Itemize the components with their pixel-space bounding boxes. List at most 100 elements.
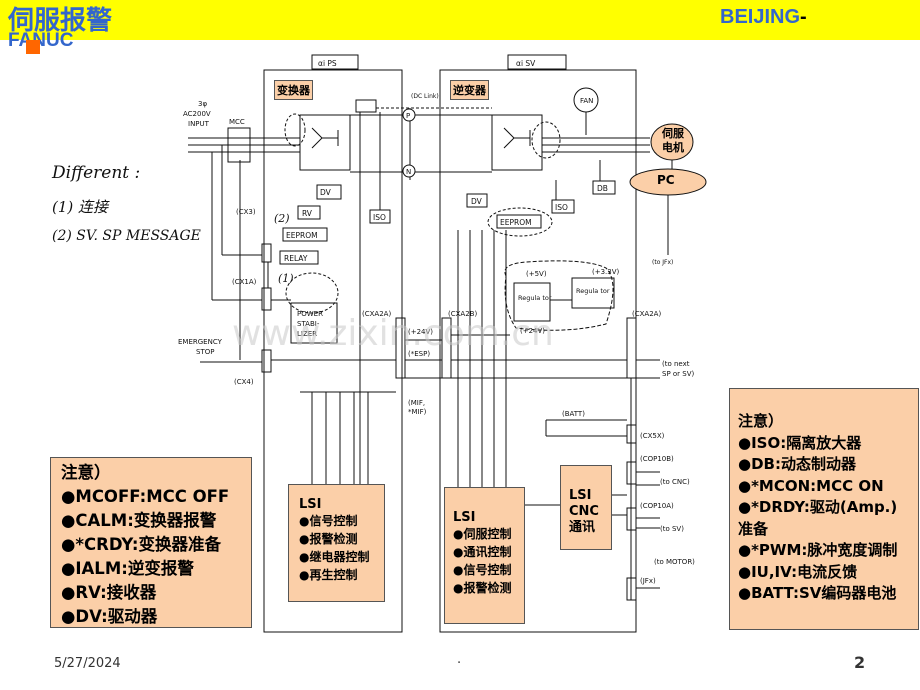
jfx-label: (JFx) [640, 577, 656, 585]
note-right-item: 准备 [738, 519, 769, 538]
mif2-label: *MIF) [408, 408, 427, 416]
sv-iso-block: ISO [555, 203, 568, 212]
to-cnc-label: (to CNC) [660, 478, 690, 486]
pc-label: PC [657, 173, 675, 187]
ps-iso-block: ISO [373, 213, 386, 222]
p33v-label: (+3.3V) [592, 268, 620, 276]
cx1a-label: (CX1A) [232, 278, 257, 286]
fan-label: FAN [580, 97, 593, 105]
watermark: www.zixin.com.cn [232, 313, 554, 354]
note-right-item: ●*DRDY:驱动(Amp.) [738, 498, 898, 516]
note-left-item: ●MCOFF:MCC OFF [61, 487, 230, 506]
servo-motor-label: 伺服 电机 [662, 127, 684, 154]
handwritten-item-1: (1) 连接 [52, 198, 109, 216]
cop10a-label: (COP10A) [640, 502, 674, 510]
p24v-label: (+24V) [408, 328, 433, 336]
lsi-ps-item: ●报警检测 [299, 532, 358, 546]
lsi-cnc-line: LSI [569, 488, 592, 503]
lsi-cnc-line: 通讯 [569, 520, 596, 535]
brand-beijing: BEIJING- [720, 6, 807, 29]
dc-link-label: (DC Link) [411, 93, 439, 100]
lsi-cnc-line: CNC [569, 504, 599, 519]
to-next2-label: SP or SV) [662, 370, 695, 378]
mcc-contactor [227, 127, 251, 163]
cx4-label: (CX4) [234, 378, 254, 386]
note-right: 注意） ●ISO:隔离放大器 ●DB:动态制动器 ●*MCON:MCC ON ●… [729, 388, 919, 630]
lsi-sv-item: ●报警检测 [453, 581, 512, 595]
note-right-item: ●DB:动态制动器 [738, 455, 856, 473]
stop-label: STOP [196, 348, 214, 356]
note-right-item: ●IU,IV:电流反馈 [738, 562, 858, 581]
to-jfx-label: (to JFx) [652, 259, 673, 266]
note-left-title: 注意） [61, 463, 111, 482]
sv-label-box [507, 54, 567, 70]
cx3-label: (CX3) [236, 208, 256, 216]
dc-link-resistor [355, 99, 377, 113]
lsi-sv-item: ●通讯控制 [453, 545, 512, 559]
brand-dash: - [800, 6, 807, 28]
mif-label: (MIF, [408, 399, 425, 407]
lsi-ps-title: LSI [299, 497, 322, 512]
handwritten-mark-1: (1) [278, 272, 294, 285]
handwritten-mark-2: (2) [274, 212, 290, 225]
note-right-item: ●ISO:隔离放大器 [738, 433, 862, 452]
lsi-ps-item: ●继电器控制 [299, 550, 370, 564]
ps-dv-block: DV [320, 188, 332, 197]
handwritten-different: Different : [52, 163, 141, 183]
ps-label-box [311, 54, 359, 70]
note-left-item: ●IALM:逆变报警 [61, 559, 194, 578]
lsi-sv-title: LSI [453, 510, 476, 525]
brand-beijing-text: BEIJING [720, 6, 801, 28]
input-phase: 3φ [198, 100, 207, 108]
input-voltage: AC200V [183, 110, 211, 118]
to-next-label: (to next [662, 360, 690, 368]
accent-square [26, 40, 40, 54]
footer-date: 5/27/2024 [54, 656, 121, 671]
p5v-label: (+5V) [526, 270, 547, 278]
note-left: 注意） ●MCOFF:MCC OFF ●CALM:变换器报警 ●*CRDY:变换… [50, 457, 252, 628]
power-stabilizer-1: POWER [297, 310, 323, 318]
n-terminal [402, 164, 416, 178]
n-label: N [406, 168, 411, 176]
ps-rv-block: RV [302, 209, 313, 218]
sv-dv-block: DV [471, 197, 483, 206]
to-motor-label: (to MOTOR) [654, 558, 695, 566]
page-number: 2 [854, 653, 866, 672]
lsi-sv-item: ●伺服控制 [453, 527, 512, 541]
note-left-item: ●CALM:变换器报警 [61, 511, 217, 530]
converter-label: 变换器 [274, 80, 313, 100]
cop10b-label: (COP10B) [640, 455, 674, 463]
ps-eeprom-block: EEPROM [286, 231, 318, 240]
sv-db-block: DB [597, 184, 608, 193]
lsi-ps-item: ●信号控制 [299, 514, 358, 528]
handwritten-item-2: (2) SV. SP MESSAGE [52, 228, 201, 244]
power-stabilizer-3: LIZER [297, 330, 317, 338]
note-left-item: ●*CRDY:变换器准备 [61, 535, 221, 554]
note-right-item: ●BATT:SV编码器电池 [738, 584, 897, 602]
note-right-title: 注意） [738, 412, 784, 430]
brand-fanuc: FANUC [8, 30, 74, 51]
lsi-sv-item: ●信号控制 [453, 563, 512, 577]
batt-label: (BATT) [562, 410, 585, 418]
ps-module-frame [263, 69, 403, 633]
note-right-item: ●*PWM:脉冲宽度调制 [738, 541, 898, 559]
ps-cxa2a-label: (CXA2A) [362, 310, 391, 318]
sv-p24v-label: (+24V) [520, 327, 545, 335]
emergency-label: EMERGENCY [178, 338, 223, 346]
sv-cxa2a-label: (CXA2A) [632, 310, 661, 318]
note-left-item: ●RV:接收器 [61, 583, 157, 602]
to-sv-label: (to SV) [660, 525, 684, 533]
lsi-ps-item: ●再生控制 [299, 568, 358, 582]
note-right-item: ●*MCON:MCC ON [738, 476, 884, 495]
footer-dot: . [457, 652, 462, 667]
lsi-cnc-box: LSI CNC 通讯 [560, 465, 612, 550]
lsi-ps-box: LSI ●信号控制 ●报警检测 ●继电器控制 ●再生控制 [288, 484, 385, 602]
input-label: INPUT [188, 120, 210, 128]
sv-module-label: αi SV [516, 59, 536, 68]
title-banner [0, 0, 920, 40]
ps-module-label: αi PS [318, 59, 337, 68]
power-stabilizer-2: STABI- [297, 320, 320, 328]
ps-relay-block: RELAY [284, 254, 308, 263]
note-left-item: ●DV:驱动器 [61, 607, 158, 626]
